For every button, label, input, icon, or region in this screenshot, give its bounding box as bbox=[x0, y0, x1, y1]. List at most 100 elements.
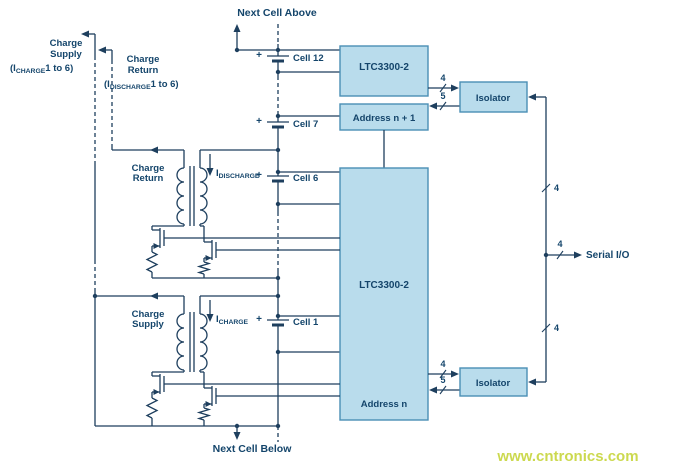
mosfet-arrow-icon bbox=[205, 255, 212, 261]
balancer-top-circuit: Charge Return IDISCHARGE bbox=[112, 146, 340, 279]
bus-slash bbox=[541, 183, 551, 193]
charge-return-cur-pre: (I bbox=[104, 79, 110, 90]
charge-return-cur-sub: DISCHARGE bbox=[110, 84, 151, 91]
cell-stack: + Cell 12 + Cell 7 + Cell 6 + Cell 1 bbox=[256, 24, 324, 442]
arrow-down-icon bbox=[206, 314, 214, 322]
isolator-top-box bbox=[459, 81, 528, 113]
battery-cell1-symbol bbox=[267, 319, 289, 327]
charge-supply-cur-sub: CHARGE bbox=[16, 68, 46, 75]
isolator-bottom-label: Isolator bbox=[476, 378, 511, 389]
transformer-top bbox=[176, 150, 208, 226]
arrow-left-icon bbox=[528, 93, 536, 101]
bus-slash bbox=[439, 369, 447, 379]
transformer-bottom bbox=[176, 296, 208, 372]
mosfet-m3 bbox=[151, 374, 340, 398]
bus-width-5: 5 bbox=[440, 91, 445, 101]
balancer-bottom-circuit: Charge Supply ICHARGE bbox=[95, 292, 340, 426]
bus-width-4: 4 bbox=[557, 239, 562, 249]
charge-return-flow-arrow-icon bbox=[150, 146, 158, 154]
mosfet-m2 bbox=[203, 240, 340, 262]
charge-supply-flow-arrow-icon bbox=[150, 292, 158, 300]
ic-top-address: Address n + 1 bbox=[353, 113, 416, 124]
battery-cell7-symbol bbox=[267, 121, 289, 129]
charge-return-current: (IDISCHARGE1 to 6) bbox=[104, 79, 179, 91]
arrow-left-icon bbox=[528, 378, 536, 386]
arrow-right-icon bbox=[451, 84, 459, 92]
serial-io-arrow-icon bbox=[574, 251, 582, 259]
primary-winding bbox=[176, 313, 185, 371]
isolator-top: 4 5 Isolator bbox=[428, 73, 546, 113]
secondary-winding bbox=[199, 313, 208, 371]
arrow-left-icon bbox=[429, 102, 437, 110]
watermark: www.cntronics.com bbox=[496, 448, 638, 465]
bus-width-4: 4 bbox=[440, 359, 445, 369]
isolator-bottom-box bbox=[459, 367, 528, 397]
bus-slash bbox=[541, 323, 551, 333]
charge-cur-pre: I bbox=[216, 314, 219, 325]
bus-width-5: 5 bbox=[440, 375, 445, 385]
charge-supply-arrow-icon bbox=[81, 30, 89, 38]
charge-supply-cur-post: 1 to 6) bbox=[45, 63, 73, 74]
arrow-down-icon bbox=[206, 168, 214, 176]
discharge-cur-sub: DISCHARGE bbox=[219, 173, 260, 180]
ic-main-address: Address n bbox=[361, 399, 408, 410]
bus-slash bbox=[439, 385, 447, 395]
cell7-plus: + bbox=[256, 116, 262, 127]
cell6-plus: + bbox=[256, 170, 262, 181]
charge-cur-sub: CHARGE bbox=[219, 319, 249, 326]
ic-top-body bbox=[339, 45, 429, 97]
charge-supply-line1: Charge bbox=[50, 38, 83, 49]
bottom-rail bbox=[95, 425, 278, 440]
battery-cell6-symbol bbox=[267, 175, 289, 183]
balancer-bottom-caption2: Supply bbox=[132, 319, 164, 330]
serial-bus: 4 4 4 Serial I/O bbox=[541, 97, 630, 382]
resistor-r1 bbox=[145, 251, 159, 273]
next-cell-below-arrow-icon bbox=[233, 432, 241, 440]
mosfet-arrow-icon bbox=[153, 243, 160, 249]
cell1-label: Cell 1 bbox=[293, 317, 319, 328]
resistor-r2 bbox=[196, 261, 212, 275]
ic-main-block: LTC3300-2 Address n bbox=[339, 167, 429, 421]
isolator-bottom: 4 5 Isolator bbox=[428, 359, 546, 397]
battery-cell12-symbol bbox=[267, 55, 289, 63]
charge-return-rail bbox=[98, 46, 113, 150]
balancer-top-caption2: Return bbox=[133, 173, 164, 184]
bus-slash bbox=[556, 250, 564, 260]
primary-winding bbox=[176, 167, 185, 225]
charge-supply-line2: Supply bbox=[50, 49, 82, 60]
next-cell-below-label: Next Cell Below bbox=[213, 443, 293, 455]
discharge-current-annotation: IDISCHARGE bbox=[206, 154, 260, 180]
arrow-left-icon bbox=[429, 386, 437, 394]
junction-dots bbox=[92, 47, 281, 429]
serial-io-label: Serial I/O bbox=[586, 250, 630, 261]
charge-current-annotation: ICHARGE bbox=[206, 300, 249, 326]
bus-slash bbox=[439, 101, 447, 111]
charge-return-caption: Charge Return (IDISCHARGE1 to 6) bbox=[104, 54, 179, 91]
next-cell-above-label: Next Cell Above bbox=[237, 7, 317, 19]
mosfet-m4 bbox=[203, 386, 340, 408]
balancer-top-caption1: Charge bbox=[132, 163, 165, 174]
cell12-label: Cell 12 bbox=[293, 53, 324, 64]
bus-width-4: 4 bbox=[554, 323, 559, 333]
ic-top-name: LTC3300-2 bbox=[359, 62, 409, 73]
bus-width-4: 4 bbox=[440, 73, 445, 83]
cell6-label: Cell 6 bbox=[293, 173, 318, 184]
cell7-label: Cell 7 bbox=[293, 119, 318, 130]
stack-tap-wires bbox=[233, 24, 340, 353]
charge-supply-caption: Charge Supply (ICHARGE1 to 6) bbox=[10, 38, 83, 75]
charge-return-line1: Charge bbox=[127, 54, 160, 65]
charge-return-arrow-icon bbox=[98, 46, 106, 54]
bus-width-4: 4 bbox=[554, 183, 559, 193]
charge-supply-cur-pre: (I bbox=[10, 63, 16, 74]
mosfet-arrow-icon bbox=[205, 401, 212, 407]
resistor-r4 bbox=[196, 407, 212, 421]
charge-supply-rail bbox=[81, 30, 96, 426]
discharge-cur-pre: I bbox=[216, 168, 219, 179]
discharge-current-label: IDISCHARGE bbox=[216, 168, 260, 180]
balancer-bottom-caption1: Charge bbox=[132, 309, 165, 320]
next-cell-above-arrow-icon bbox=[233, 24, 241, 32]
ic-main-name: LTC3300-2 bbox=[359, 280, 409, 291]
secondary-winding bbox=[199, 167, 208, 225]
